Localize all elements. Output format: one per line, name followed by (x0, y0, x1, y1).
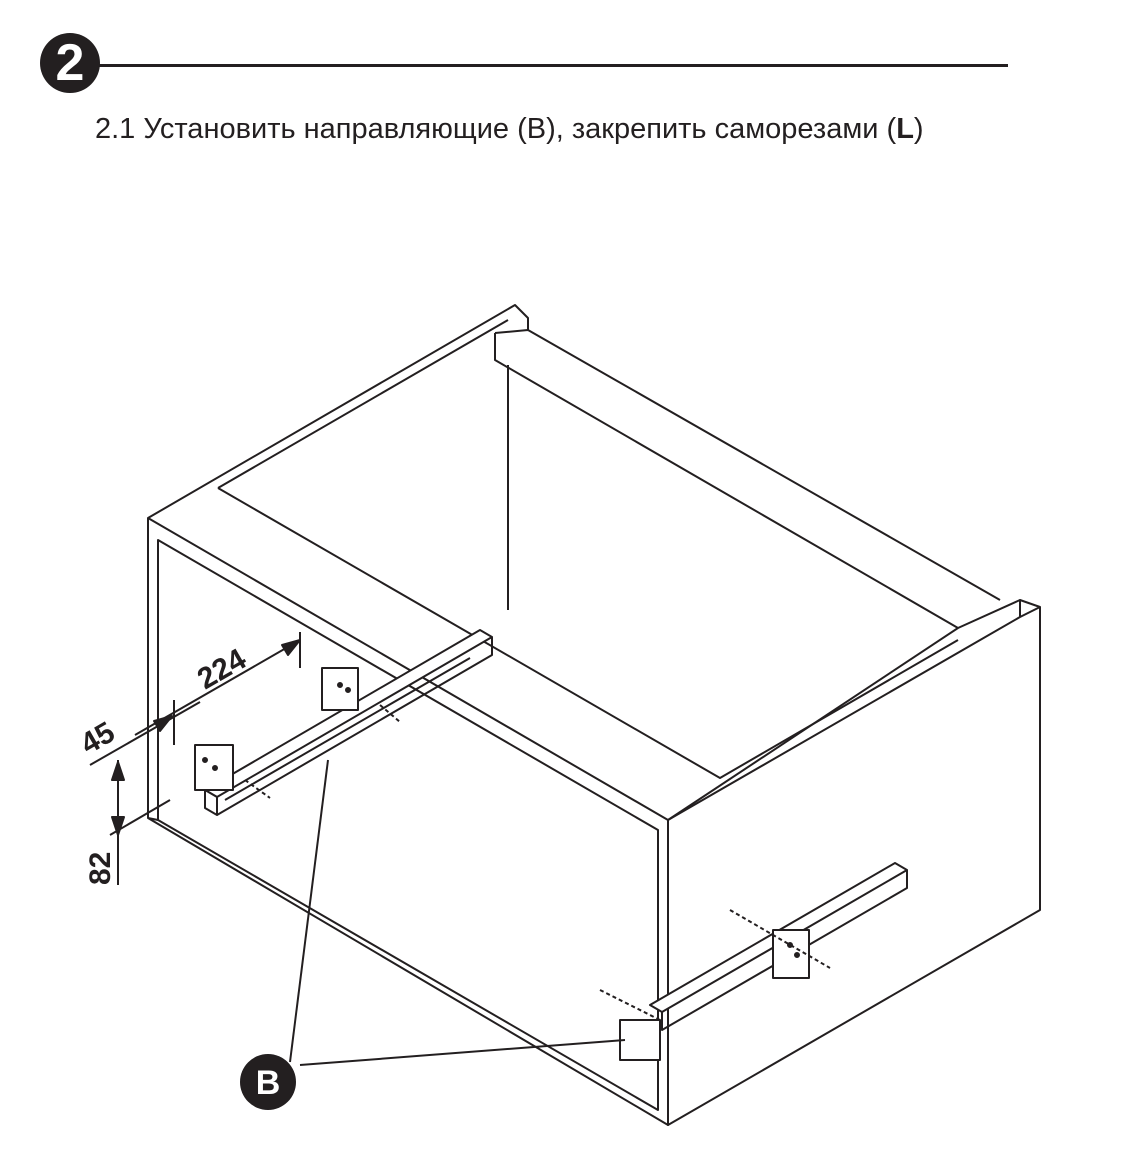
step-divider-line (98, 64, 1008, 67)
right-drawer-slide (599, 862, 908, 1061)
step-number-badge: 2 (40, 33, 100, 93)
instruction-screw-label: L (896, 113, 914, 145)
instruction-prefix: 2.1 Установить направляющие (B), закрепи… (95, 113, 897, 145)
dimension-82: 82 (84, 852, 117, 885)
callout-b-label: B (256, 1064, 281, 1102)
dimension-45: 45 (75, 716, 120, 761)
dimension-lines (89, 632, 301, 885)
callout-b-badge (240, 1054, 296, 1110)
cabinet-outline (147, 304, 1041, 1126)
callout-leaders (289, 759, 626, 1066)
instruction-text: 2.1 Установить направляющие (B), закрепи… (95, 113, 924, 146)
left-drawer-slide (194, 629, 493, 816)
instruction-suffix: ) (913, 113, 924, 145)
